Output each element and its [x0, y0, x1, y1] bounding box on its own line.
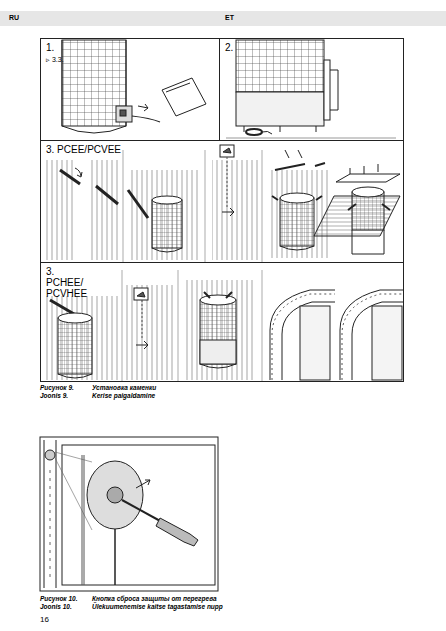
figure-caption: Kerise paigaldamine	[92, 392, 155, 400]
step-number: 2.	[220, 39, 403, 53]
figure-caption: Joonis 9.	[40, 392, 68, 400]
figure-caption: Рисунок 9.	[40, 384, 74, 392]
step-number: 3. PCEE/PCVEE	[41, 141, 403, 155]
figure-caption: Ülekuumenemise kaitse tagastamise nupp	[92, 603, 223, 611]
cross-reference: ▹ 3.3.	[41, 53, 219, 64]
figure-caption: Установка каменки	[92, 384, 156, 392]
language-tag: ET	[225, 14, 234, 21]
figure-panel: 3. PCEE/PCVEE	[40, 140, 404, 263]
figure-caption: Рисунок 10.	[40, 595, 77, 603]
figure-panel: 3. PCHEE/ PCVHEE	[40, 262, 404, 382]
step-number: 1.	[41, 39, 219, 53]
language-tag: RU	[9, 14, 19, 21]
page-number: 16	[40, 616, 49, 624]
figure-caption: Joonis 10.	[40, 603, 72, 611]
figure-panel: 1.▹ 3.3.	[40, 38, 220, 141]
figure-panel: 2.	[219, 38, 404, 141]
step-number: 3. PCHEE/ PCVHEE	[41, 263, 94, 299]
figure-caption: Кнопка сброса защиты от перегрева	[92, 595, 217, 603]
